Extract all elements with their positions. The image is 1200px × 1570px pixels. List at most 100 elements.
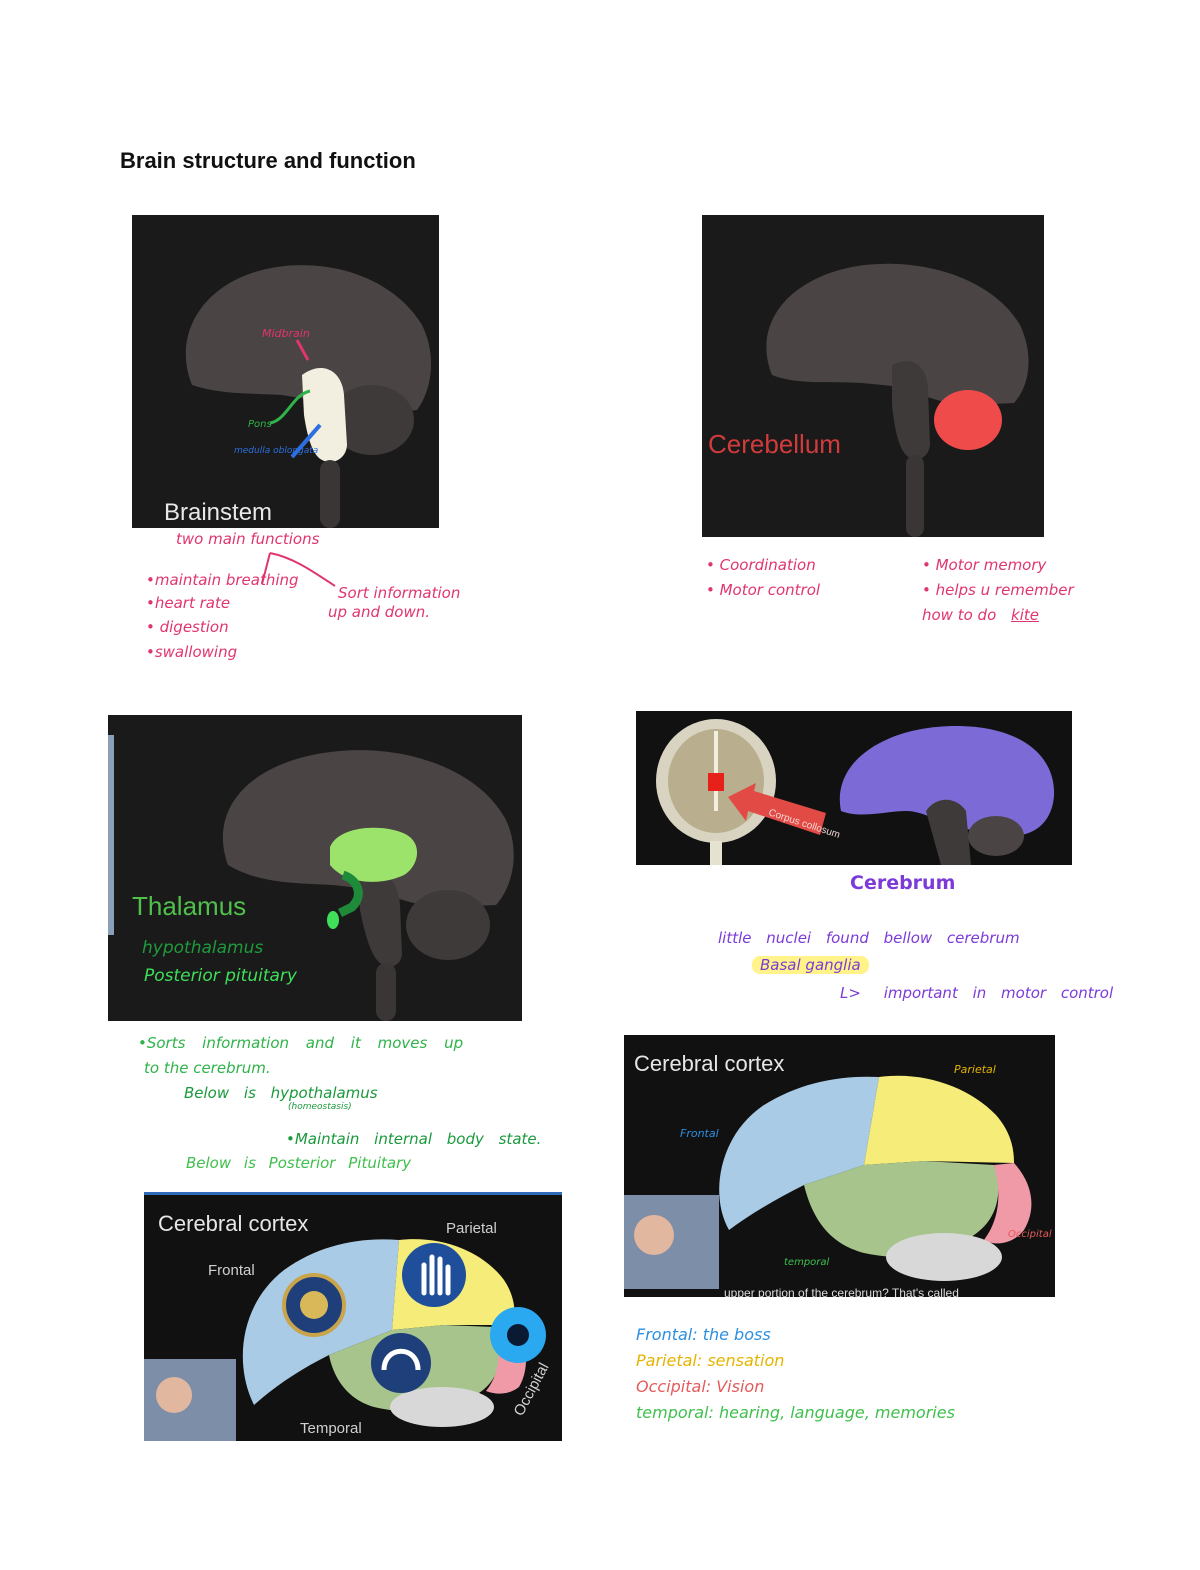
brainstem-notes-right: Sort information up and down. <box>328 584 460 622</box>
cerebellum-shape <box>406 890 490 960</box>
cortex-image-left: Cerebral cortex Frontal Parietal Tempora… <box>144 1192 562 1441</box>
cortex-image-right: Cerebral cortex Frontal Parietal tempora… <box>624 1035 1055 1297</box>
note-line: Below is hypothalamus <box>184 1083 378 1102</box>
brainstem-shape <box>926 799 971 865</box>
cerebellum-shape <box>390 1387 494 1427</box>
cerebellum-notes-left: • Coordination • Motor control <box>706 556 820 600</box>
pons-arrow-icon <box>269 389 311 425</box>
cerebellum-shape <box>330 385 414 455</box>
cerebellum-shape <box>934 390 1002 450</box>
note-temporal: temporal: hearing, language, memories <box>636 1403 955 1422</box>
note-line: to the cerebrum. <box>144 1058 271 1077</box>
cerebrum-shape <box>766 263 1029 405</box>
pointer-arrow-icon <box>728 783 826 835</box>
cerebellum-notes-right: • Motor memory • helps u remember how to… <box>922 556 1074 624</box>
medulla-label: medulla oblongata <box>234 446 318 456</box>
pupil-icon <box>507 1324 529 1346</box>
note-line: •Maintain internal body state. <box>286 1129 542 1148</box>
spinal-cord-shape <box>710 841 722 865</box>
cerebellum-image: Cerebellum <box>702 215 1044 537</box>
parietal-label: Parietal <box>954 1063 996 1076</box>
brainstem-shape <box>358 871 402 967</box>
cerebrum-note-line3: L> important in motor control <box>840 984 1113 1003</box>
cerebrum-heading: Cerebrum <box>850 872 956 894</box>
list-item: • Coordination <box>706 556 816 574</box>
arrow-icon: L> <box>840 984 861 1002</box>
page-title: Brain structure and function <box>120 148 416 173</box>
basal-ganglia-highlight: Basal ganglia <box>752 956 869 974</box>
presenter-face-icon <box>156 1377 192 1413</box>
parietal-lobe-shape <box>864 1075 1014 1165</box>
cerebrum-shape <box>839 726 1055 836</box>
brainstem-heading: two main functions <box>176 530 320 548</box>
list-item: •maintain breathing <box>146 570 299 589</box>
midbrain-label: Midbrain <box>262 327 310 340</box>
note-occipital: Occipital: Vision <box>636 1377 765 1396</box>
cerebellum-shape <box>886 1233 1002 1281</box>
cortex-notes: Frontal: the boss Parietal: sensation Oc… <box>636 1325 955 1423</box>
list-item-text: how to do <box>922 605 997 624</box>
seal-center-icon <box>300 1291 328 1319</box>
hypothalamus-shape <box>337 870 363 918</box>
list-item: • helps u remember <box>922 580 1074 599</box>
video-subtitle: upper portion of the cerebrum? That's ca… <box>724 1286 959 1297</box>
brainstem-branch-icon <box>261 552 336 587</box>
note-text: important in motor control <box>883 984 1114 1002</box>
hypothalamus-label: hypothalamus <box>142 938 263 958</box>
frontal-label: Frontal <box>208 1262 255 1279</box>
list-item: Sort information <box>338 584 461 602</box>
spinal-cord-shape <box>376 963 396 1021</box>
temporal-lobe-shape <box>804 1161 999 1257</box>
presenter-face-icon <box>634 1215 674 1255</box>
cortex-caption-right: Cerebral cortex <box>634 1051 784 1076</box>
cerebellum-caption: Cerebellum <box>708 429 841 459</box>
corpus-callosum-shape <box>708 773 724 791</box>
spinal-cord-shape <box>906 455 924 537</box>
edge-strip <box>108 735 114 935</box>
brainstem-caption: Brainstem <box>164 499 272 526</box>
brainstem-notes: two main functions •maintain breathing •… <box>146 530 319 662</box>
list-item: • digestion <box>146 618 229 637</box>
note-subscript: (homeostasis) <box>288 1102 352 1113</box>
note-frontal: Frontal: the boss <box>636 1325 771 1344</box>
pons-label: Pons <box>248 419 272 430</box>
note-line: •Sorts information and it moves up <box>138 1034 464 1052</box>
list-item: how to do kite <box>922 606 1074 625</box>
headphones-icon <box>381 1348 421 1371</box>
cerebrum-image: Corpus collosum <box>636 711 1072 865</box>
thalamus-caption: Thalamus <box>132 891 246 921</box>
note-line: Below is Posterior Pituitary <box>186 1154 412 1173</box>
spinal-cord-shape <box>320 460 340 528</box>
thalamus-notes: •Sorts information and it moves up to th… <box>138 1034 541 1173</box>
underlined-word: kite <box>1011 605 1039 624</box>
brainstem-shape <box>892 361 930 460</box>
brainstem-list-left: •maintain breathing •heart rate • digest… <box>146 571 319 662</box>
midbrain-arrow-icon <box>295 339 310 361</box>
pituitary-shape <box>327 911 339 929</box>
midline-shape <box>714 731 718 811</box>
list-item: •heart rate <box>146 593 231 612</box>
frontal-lobe-shape <box>719 1076 879 1230</box>
cortex-caption-left: Cerebral cortex <box>158 1211 308 1236</box>
parietal-label: Parietal <box>446 1220 497 1237</box>
posterior-pituitary-label: Posterior pituitary <box>144 966 298 986</box>
temporal-label: temporal <box>784 1257 830 1268</box>
thalamus-image: Thalamus hypothalamus Posterior pituitar… <box>108 715 522 1021</box>
list-item: • Motor memory <box>922 556 1047 574</box>
note-parietal: Parietal: sensation <box>636 1351 785 1370</box>
cerebrum-note-line1: little nuclei found bellow cerebrum <box>718 929 1020 947</box>
cerebrum-shape <box>185 265 432 415</box>
cerebellum-shape <box>968 816 1024 856</box>
list-item: • Motor control <box>706 580 821 599</box>
hand-fingers-icon <box>421 1254 451 1296</box>
temporal-label: Temporal <box>300 1420 362 1437</box>
frontal-label: Frontal <box>680 1127 719 1140</box>
hearing-icon <box>371 1333 431 1393</box>
list-item: up and down. <box>328 602 431 621</box>
medulla-arrow-icon <box>290 423 322 459</box>
list-item: •swallowing <box>146 643 238 661</box>
thalamus-shape <box>330 827 418 882</box>
brainstem-image: Midbrain Pons medulla oblongata Brainste… <box>132 215 439 528</box>
brainstem-shape <box>302 367 347 462</box>
occipital-lobe-shape <box>984 1163 1032 1244</box>
